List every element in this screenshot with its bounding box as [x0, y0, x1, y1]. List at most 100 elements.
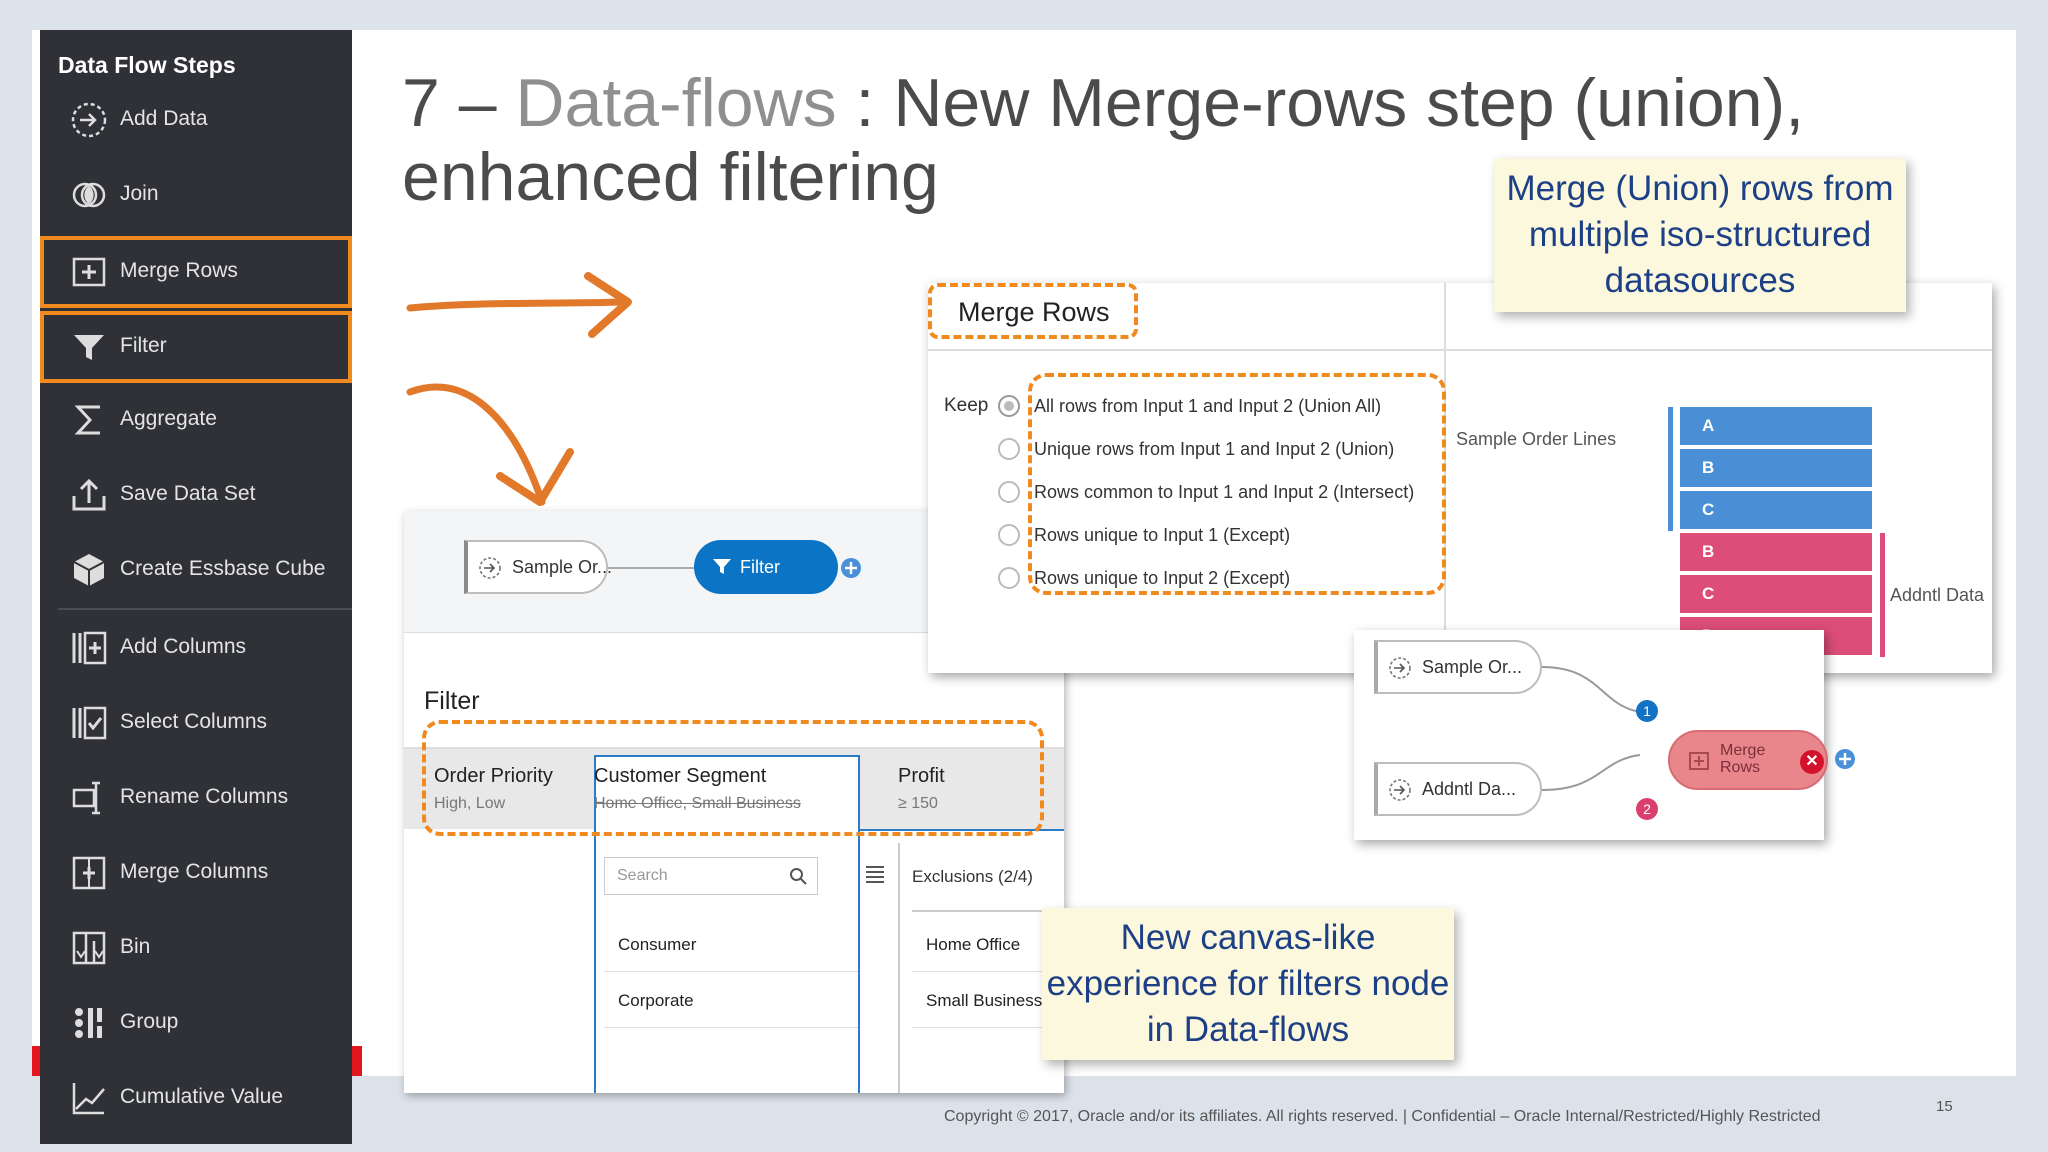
filter-col-value: High, Low: [434, 795, 506, 812]
sidebar-item-label: Group: [120, 1010, 179, 1033]
radio-except-2[interactable]: [998, 567, 1020, 589]
row-bar: B: [1680, 449, 1872, 487]
sidebar-item-label: Cumulative Value: [120, 1085, 284, 1108]
filter-active-column: [594, 755, 860, 1093]
bin-icon: [72, 931, 106, 965]
flow-node-label: Filter: [740, 557, 780, 577]
join-icon: [72, 182, 106, 208]
save-upload-icon: [72, 478, 106, 511]
sidebar-item-label: Merge Rows: [120, 259, 238, 282]
exclusions-label: Exclusions (2/4): [912, 867, 1033, 886]
input-badge-2: 2: [1636, 798, 1658, 820]
sidebar-item-group[interactable]: Group: [40, 987, 352, 1059]
title-number: 7 –: [402, 65, 516, 141]
filter-columns-highlight: [422, 720, 1044, 836]
sidebar-item-aggregate[interactable]: Aggregate: [40, 384, 352, 456]
radio-union-all[interactable]: [998, 395, 1020, 417]
sidebar-item-label: Save Data Set: [120, 482, 256, 505]
divider: [898, 843, 900, 1093]
sidebar-item-label: Select Columns: [120, 710, 268, 733]
sidebar-item-merge-rows[interactable]: Merge Rows: [40, 236, 352, 308]
list-item[interactable]: Consumer: [618, 935, 697, 954]
merge-option-label: Unique rows from Input 1 and Input 2 (Un…: [1034, 439, 1395, 459]
sidebar-item-merge-columns[interactable]: Merge Columns: [40, 837, 352, 909]
flow-node-merge-rows[interactable]: Merge Rows ✕: [1668, 730, 1828, 790]
filter-col-name[interactable]: Profit: [898, 765, 945, 787]
radio-except-1[interactable]: [998, 524, 1020, 546]
sidebar-item-label: Add Columns: [120, 635, 247, 658]
title-highlight: Data-flows: [515, 65, 837, 141]
flow-node-label: Sample Or...: [512, 557, 613, 577]
merge-option-label: Rows unique to Input 1 (Except): [1034, 525, 1291, 545]
divider: [604, 1027, 858, 1028]
sidebar-item-cumulative-value[interactable]: Cumulative Value: [40, 1062, 352, 1134]
radio-intersect[interactable]: [998, 481, 1020, 503]
input2-label: Addntl Data: [1890, 585, 1985, 605]
arrow-right-icon: [406, 272, 632, 338]
sidebar-item-add-data[interactable]: Add Data: [40, 84, 352, 156]
sidebar-divider: [58, 608, 352, 610]
callout-filter: New canvas-like experience for filters n…: [1042, 908, 1454, 1060]
group-icon: [75, 1008, 102, 1038]
sidebar-item-save-data-set[interactable]: Save Data Set: [40, 459, 352, 531]
sidebar-item-filter[interactable]: Filter: [40, 311, 352, 383]
filter-header: Filter: [424, 687, 480, 715]
flow-node-source[interactable]: Sample Or...: [464, 540, 612, 594]
filter-icon: [713, 559, 731, 574]
filter-col-name[interactable]: Order Priority: [434, 765, 553, 787]
merge-rows-icon: [1689, 752, 1709, 770]
filter-panel: Sample Or... Filter Filter Order Priorit…: [404, 511, 1064, 1093]
add-data-icon: [479, 557, 501, 579]
add-columns-icon: [72, 631, 107, 665]
sidebar-item-label: Aggregate: [120, 407, 217, 430]
list-item[interactable]: Corporate: [618, 991, 694, 1010]
sidebar-item-label: Join: [120, 182, 159, 205]
merge-rows-header: Merge Rows: [958, 297, 1110, 327]
merge-option-label: Rows common to Input 1 and Input 2 (Inte…: [1034, 482, 1415, 502]
copyright-text: Copyright © 2017, Oracle and/or its affi…: [944, 1108, 1821, 1125]
search-input[interactable]: Search: [604, 857, 818, 895]
filter-col-value: ≥ 150: [898, 795, 938, 812]
divider: [912, 1027, 1064, 1028]
page-title: 7 – Data-flows : New Merge-rows step (un…: [402, 66, 1982, 214]
exclusion-item[interactable]: Home Office: [926, 935, 1021, 954]
flow-node-filter[interactable]: Filter: [694, 540, 838, 594]
title-rest: : New Merge-rows step (union), enhanced …: [402, 65, 1805, 215]
error-icon: ✕: [1800, 750, 1824, 774]
sidebar-item-add-columns[interactable]: Add Columns: [40, 612, 352, 684]
divider: [912, 910, 1064, 912]
sidebar-title: Data Flow Steps: [58, 52, 236, 78]
sidebar-item-label: Filter: [120, 334, 167, 357]
flow-node-label: Addntl Da...: [1422, 779, 1517, 799]
input2-bracket: [1880, 533, 1885, 657]
radio-union[interactable]: [998, 438, 1020, 460]
rename-columns-icon: [72, 781, 100, 815]
menu-icon[interactable]: [864, 863, 886, 885]
sidebar-item-create-essbase-cube[interactable]: Create Essbase Cube: [40, 534, 352, 606]
sidebar-item-bin[interactable]: Bin: [40, 912, 352, 984]
sidebar-item-label: Rename Columns: [120, 785, 289, 808]
cumulative-chart-icon: [72, 1083, 105, 1115]
add-step-icon[interactable]: [1834, 748, 1856, 770]
sidebar-item-select-columns[interactable]: Select Columns: [40, 687, 352, 759]
flow-node-input1[interactable]: Sample Or...: [1374, 640, 1542, 694]
sidebar-item-rename-columns[interactable]: Rename Columns: [40, 762, 352, 834]
exclusion-item[interactable]: Small Business: [926, 991, 1043, 1010]
filter-col-name[interactable]: Customer Segment: [594, 765, 767, 787]
merge-rows-header-highlight: [928, 283, 1138, 339]
merge-rows-icon: [72, 257, 106, 287]
sidebar-item-join[interactable]: Join: [40, 159, 352, 231]
flow-node-input2[interactable]: Addntl Da...: [1374, 762, 1542, 816]
flow-node-label: Sample Or...: [1422, 657, 1523, 677]
merge-option-label: All rows from Input 1 and Input 2 (Union…: [1034, 396, 1382, 416]
row-bar: C: [1680, 575, 1872, 613]
add-data-icon: [1389, 657, 1411, 679]
select-columns-icon: [72, 706, 107, 740]
merge-flow-canvas: Sample Or... Addntl Da... 1 2 Merge Rows…: [1354, 630, 1855, 840]
add-step-icon[interactable]: [840, 557, 862, 579]
sidebar-item-label: Bin: [120, 935, 151, 958]
callout-text: Merge (Union) rows from multiple iso-str…: [1506, 169, 1894, 300]
search-icon: [790, 868, 807, 885]
page-number: 15: [1936, 1098, 1953, 1115]
keep-label: Keep: [944, 395, 989, 416]
